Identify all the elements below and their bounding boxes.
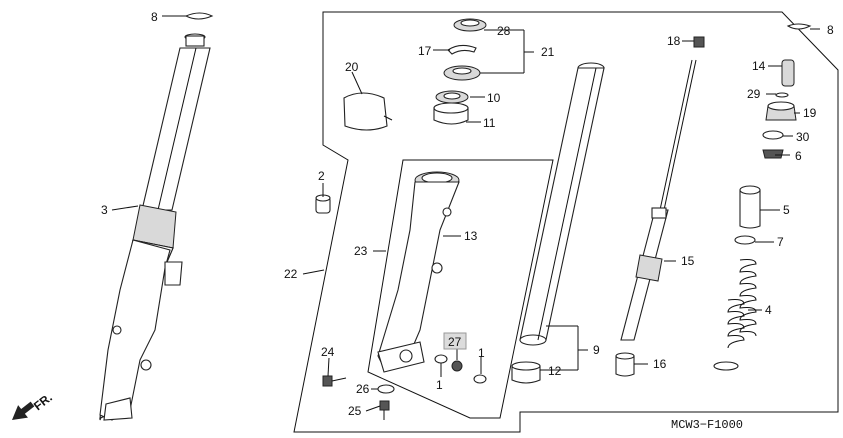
callout-16: 16	[653, 357, 667, 371]
callout-10: 10	[487, 91, 501, 105]
spring-coils	[713, 259, 757, 371]
callout-8-left: 8	[151, 10, 158, 24]
fork-kit-boundary	[293, 11, 839, 433]
part-20-illustration	[343, 92, 393, 131]
callout-27: 27	[448, 335, 462, 349]
callout-15: 15	[681, 254, 695, 268]
damper-rod-illustration	[620, 36, 705, 341]
part-2-illustration	[315, 194, 331, 214]
callout-14: 14	[752, 59, 766, 73]
part-12-illustration	[511, 361, 541, 384]
callout-11: 11	[483, 116, 496, 130]
callout-3: 3	[101, 203, 108, 217]
callout-21: 21	[541, 45, 555, 59]
callout-5: 5	[783, 203, 790, 217]
callout-20: 20	[345, 60, 359, 74]
callout-18: 18	[667, 34, 681, 48]
callout-23: 23	[354, 244, 368, 258]
callout-22: 22	[284, 267, 298, 281]
callout-4: 4	[765, 303, 772, 317]
part-16-illustration	[615, 352, 635, 377]
front-direction-arrow	[12, 401, 35, 420]
callout-26: 26	[356, 382, 370, 396]
callout-28: 28	[497, 24, 511, 38]
callout-30: 30	[796, 130, 810, 144]
callout-9: 9	[593, 343, 600, 357]
callout-17: 17	[418, 44, 432, 58]
callout-1-left: 1	[436, 378, 443, 392]
diagram-code: MCW3−F1000	[671, 418, 743, 432]
cap-stack-illustration	[762, 59, 797, 159]
callout-19: 19	[803, 106, 817, 120]
fork-assembly-illustration	[99, 33, 211, 421]
callout-29: 29	[747, 87, 761, 101]
spring-stack-illustration	[713, 185, 761, 371]
callout-2: 2	[318, 169, 325, 183]
leader-lines	[111, 15, 820, 412]
seal-stack-illustration	[433, 18, 487, 125]
callout-8-right: 8	[827, 23, 834, 37]
callout-7: 7	[777, 235, 784, 249]
callout-6: 6	[795, 149, 802, 163]
callout-1-right: 1	[478, 346, 485, 360]
small-parts-illustration	[434, 354, 487, 384]
callout-24: 24	[321, 345, 335, 359]
circlip-illustrations	[184, 12, 812, 30]
callout-25: 25	[348, 404, 362, 418]
fork-slider-boundary	[367, 159, 554, 419]
fork-pipe-illustration	[519, 62, 605, 346]
fork-slider-illustration	[377, 171, 460, 373]
front-direction-label: FR.	[31, 390, 55, 413]
callout-27-highlight	[443, 332, 467, 350]
callout-13: 13	[464, 229, 478, 243]
callout-12: 12	[548, 364, 562, 378]
